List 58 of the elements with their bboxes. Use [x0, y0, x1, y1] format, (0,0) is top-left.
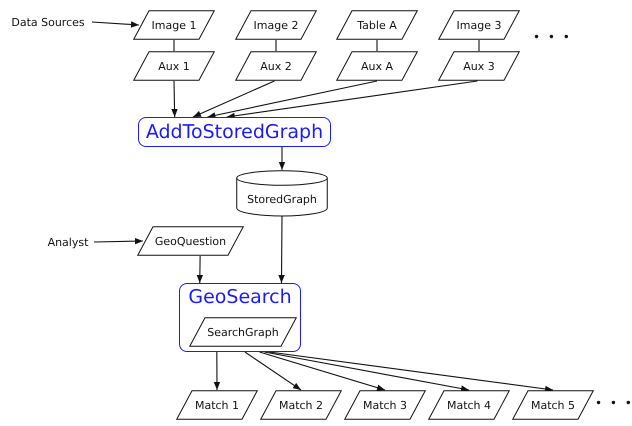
data-parallelogram	[336, 10, 418, 40]
arrow	[264, 351, 470, 392]
ellipsis-mark: • • •	[595, 396, 632, 410]
connector-line	[275, 40, 277, 51]
connector-line	[376, 40, 378, 51]
node-text: Image 2	[254, 18, 298, 32]
arrow	[278, 216, 285, 283]
node-text: SearchGraph	[207, 326, 279, 338]
data-parallelogram	[428, 390, 510, 420]
node-text: AddToStoredGraph	[146, 121, 324, 143]
arrow	[244, 352, 302, 390]
arrow	[94, 238, 144, 244]
data-parallelogram	[438, 51, 520, 81]
arrow	[171, 81, 178, 117]
node-text: Aux A	[360, 60, 394, 72]
data-parallelogram	[438, 10, 520, 40]
data-parallelogram	[235, 51, 317, 81]
data-parallelogram	[189, 317, 297, 347]
connector-line	[173, 40, 175, 51]
data-parallelogram	[235, 10, 317, 40]
node-text: Image 1	[152, 18, 196, 32]
node-text: Match 2	[278, 398, 324, 412]
arrow	[259, 351, 386, 391]
connector-line	[478, 40, 480, 51]
node-text: Match 5	[530, 398, 576, 412]
data-parallelogram	[137, 226, 244, 256]
node-text: GeoSearch	[188, 286, 292, 308]
ellipsis-mark: • • •	[533, 30, 572, 44]
process-box	[179, 283, 301, 352]
node-text: StoredGraph	[247, 192, 317, 206]
arrow	[92, 21, 140, 28]
arrow	[214, 352, 220, 390]
data-parallelogram	[512, 390, 594, 420]
data-parallelogram	[336, 51, 418, 81]
arrow	[196, 256, 204, 283]
node-text: Match 3	[362, 398, 408, 412]
data-parallelogram	[260, 390, 342, 420]
data-parallelogram	[133, 51, 215, 81]
node-text: Analyst	[48, 236, 88, 248]
node-text: Aux 1	[158, 60, 190, 72]
arrow	[192, 80, 275, 118]
node-text: Image 3	[456, 18, 502, 32]
arrow	[269, 351, 554, 392]
data-parallelogram	[133, 10, 215, 40]
arrow	[226, 80, 478, 120]
node-text: Aux 2	[260, 60, 292, 72]
node-text: Aux 3	[463, 60, 495, 72]
database-cylinder	[236, 170, 328, 216]
node-text: Table A	[357, 18, 397, 32]
data-parallelogram	[344, 390, 426, 420]
node-text: GeoQuestion	[154, 234, 226, 248]
data-parallelogram	[176, 390, 258, 420]
node-text: Match 1	[194, 398, 240, 412]
process-box	[138, 117, 331, 147]
node-text: Match 4	[446, 398, 492, 412]
arrow	[207, 80, 378, 118]
node-text: Data Sources	[11, 16, 85, 28]
arrow	[278, 147, 286, 170]
